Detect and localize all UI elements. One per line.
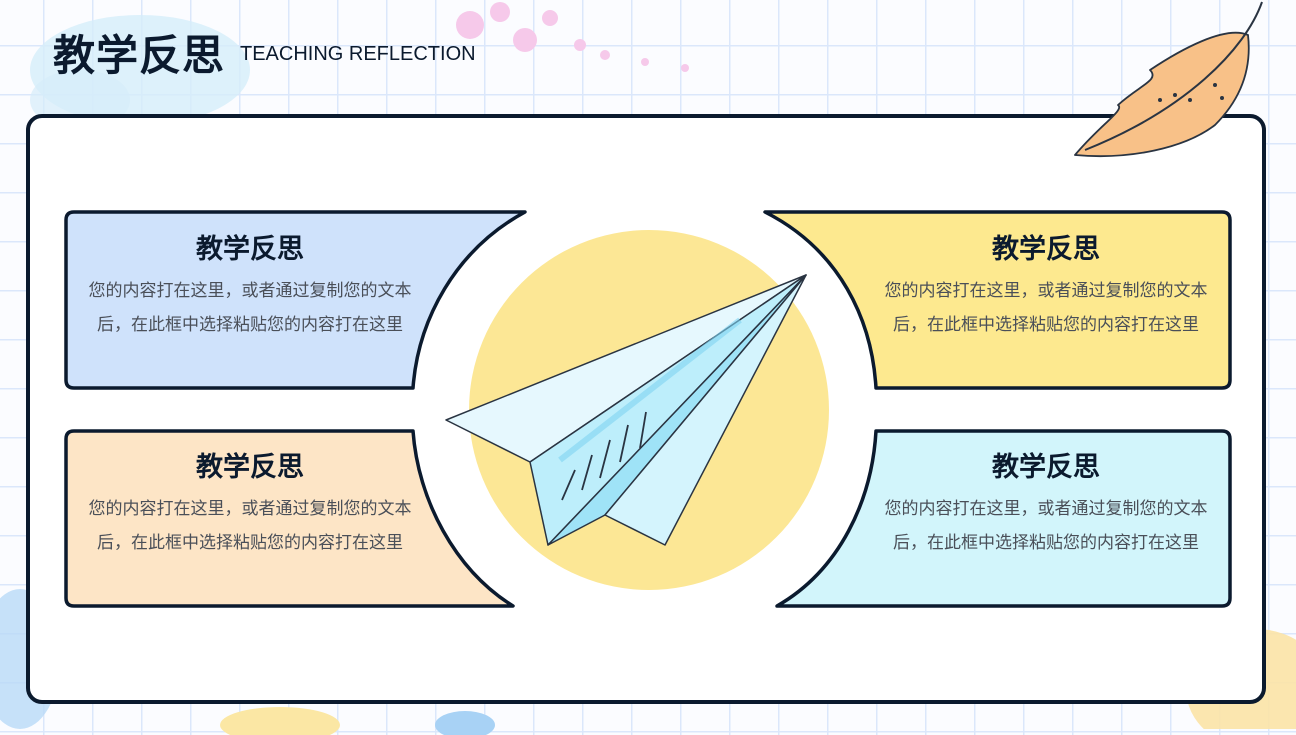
card-title: 教学反思	[992, 234, 1100, 265]
card-top-right-shape	[763, 210, 1232, 390]
card-body: 您的内容打在这里，或者通过复制您的文本后，在此框中选择粘贴您的内容打在这里	[88, 499, 412, 553]
card-title: 教学反思	[196, 234, 304, 265]
card-top-right: 教学反思 您的内容打在这里，或者通过复制您的文本后，在此框中选择粘贴您的内容打在…	[876, 232, 1216, 342]
page-title: 教学反思	[53, 31, 226, 80]
card-body: 您的内容打在这里，或者通过复制您的文本后，在此框中选择粘贴您的内容打在这里	[884, 499, 1208, 553]
page-subtitle: TEACHING REFLECTION	[240, 43, 476, 65]
card-title: 教学反思	[992, 452, 1100, 483]
card-body: 您的内容打在这里，或者通过复制您的文本后，在此框中选择粘贴您的内容打在这里	[884, 281, 1208, 335]
card-bottom-left-shape	[64, 429, 515, 608]
card-bottom-right-shape	[775, 429, 1232, 608]
paper-plane-icon	[445, 274, 807, 546]
card-bottom-right: 教学反思 您的内容打在这里，或者通过复制您的文本后，在此框中选择粘贴您的内容打在…	[876, 450, 1216, 560]
card-top-left-shape	[64, 210, 527, 390]
feather-leaf-icon	[1074, 1, 1263, 158]
background-splash-pink	[456, 2, 689, 72]
card-body: 您的内容打在这里，或者通过复制您的文本后，在此框中选择粘贴您的内容打在这里	[88, 281, 412, 335]
card-title: 教学反思	[196, 452, 304, 483]
card-bottom-left: 教学反思 您的内容打在这里，或者通过复制您的文本后，在此框中选择粘贴您的内容打在…	[80, 450, 420, 560]
card-top-left: 教学反思 您的内容打在这里，或者通过复制您的文本后，在此框中选择粘贴您的内容打在…	[80, 232, 420, 342]
